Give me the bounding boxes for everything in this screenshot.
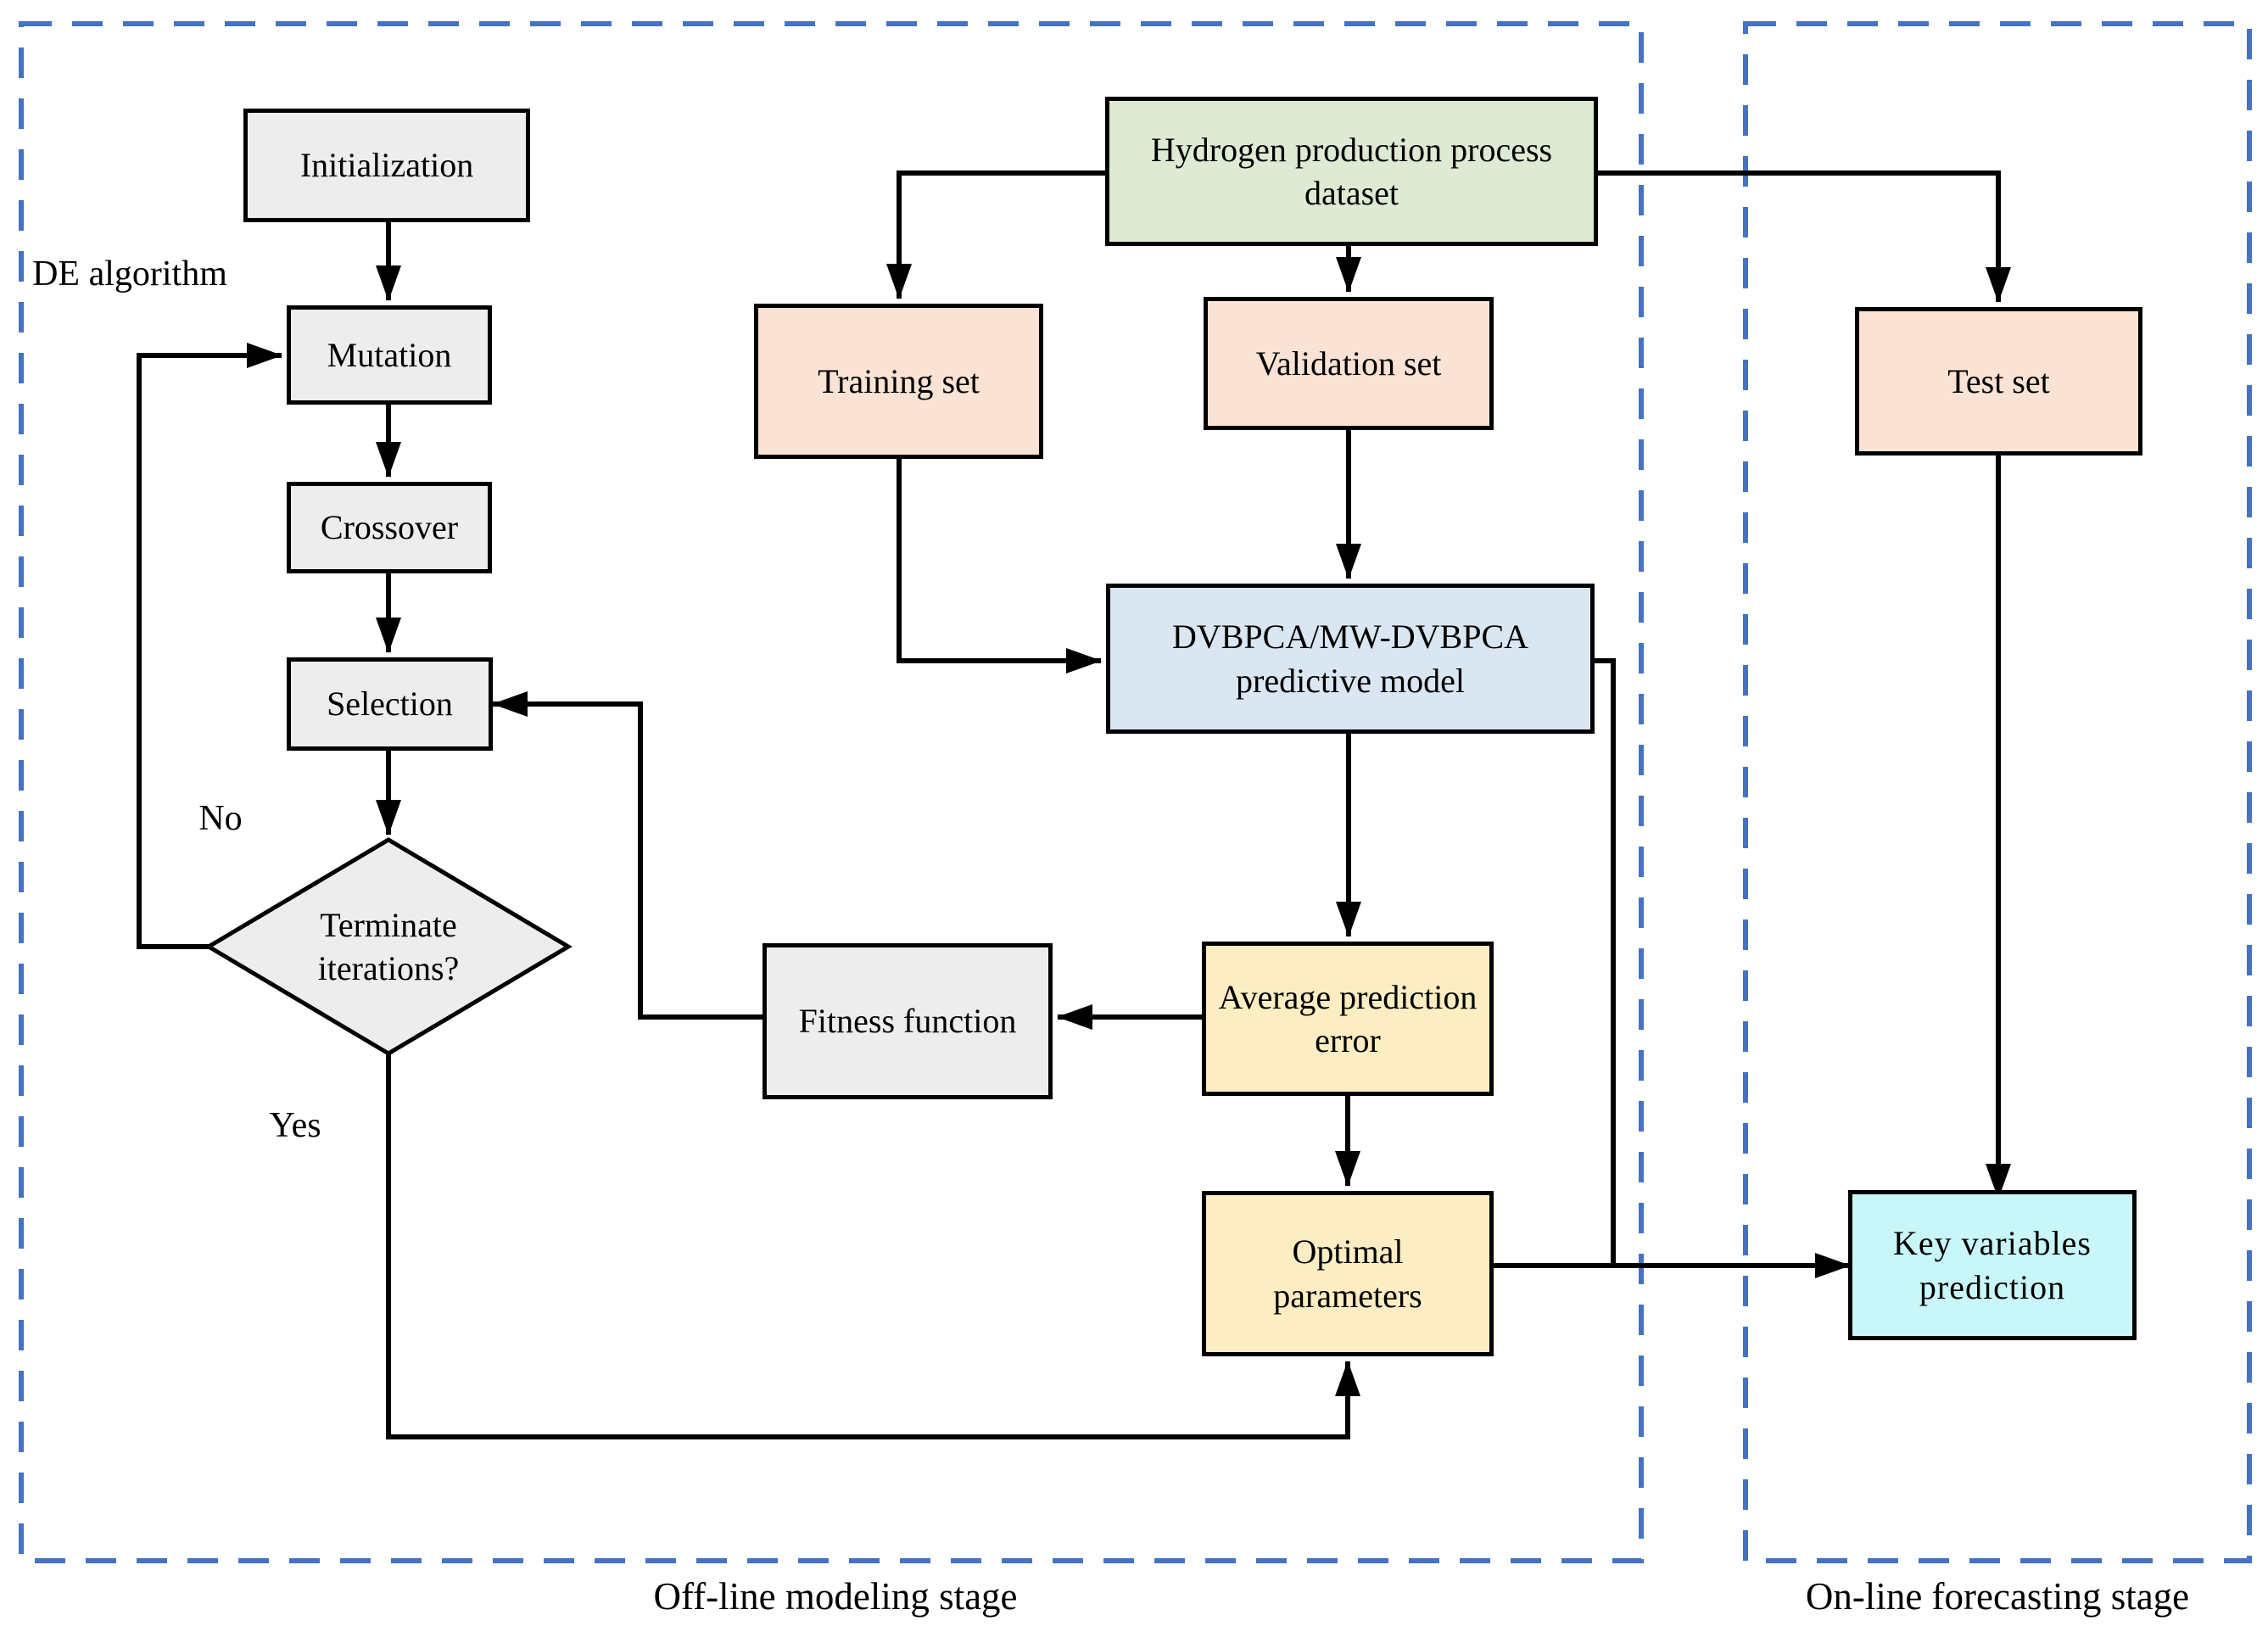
branch-no-label: No xyxy=(198,798,243,838)
node-mutation: Mutation xyxy=(287,305,492,405)
node-terminate-label: Terminate iterations? xyxy=(317,905,460,987)
node-crossover: Crossover xyxy=(287,482,492,573)
node-fitness-function: Fitness function xyxy=(763,943,1053,1099)
node-selection: Selection xyxy=(287,657,493,751)
node-key-variables-prediction: Key variables prediction xyxy=(1848,1190,2137,1340)
node-optimal-parameters: Optimal parameters xyxy=(1202,1191,1494,1356)
offline-stage-caption: Off-line modeling stage xyxy=(653,1575,1018,1618)
node-dataset: Hydrogen production process dataset xyxy=(1105,97,1598,246)
connector-training-to-model xyxy=(897,459,1102,673)
connector-fitness-to-selection xyxy=(492,691,763,1020)
node-average-prediction-error: Average prediction error xyxy=(1202,942,1494,1096)
connector-no-loop-to-mutation xyxy=(137,343,282,949)
connector-yes-to-optimal xyxy=(386,1054,1360,1439)
online-stage-panel xyxy=(1743,21,2252,1563)
online-stage-caption: On-line forecasting stage xyxy=(1805,1575,2190,1618)
node-test-set: Test set xyxy=(1855,307,2142,456)
de-algorithm-label: DE algorithm xyxy=(32,254,227,293)
branch-yes-label: Yes xyxy=(269,1105,321,1145)
connector-model-to-key-prediction-junction xyxy=(1595,658,1616,1263)
connector-dataset-to-test xyxy=(1598,170,2011,303)
node-validation-set: Validation set xyxy=(1204,297,1494,430)
node-predictive-model: DVBPCA/MW-DVBPCA predictive model xyxy=(1106,584,1595,734)
node-training-set: Training set xyxy=(754,304,1043,459)
connector-dataset-to-training xyxy=(886,170,1105,299)
node-initialization: Initialization xyxy=(243,109,530,222)
